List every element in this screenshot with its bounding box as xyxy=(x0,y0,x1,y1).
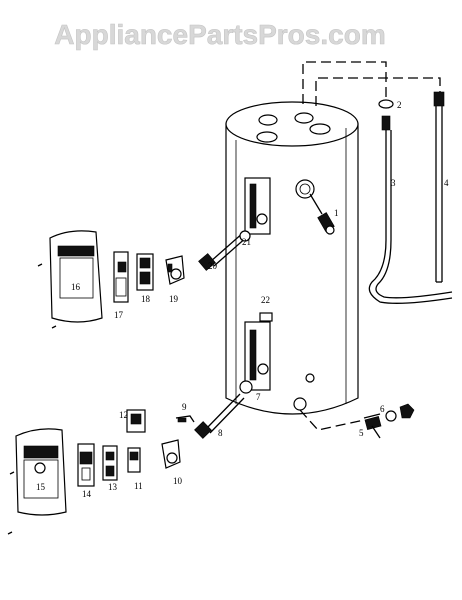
label-plate xyxy=(259,312,273,322)
part-16-upper-access-cover[interactable] xyxy=(49,230,103,323)
part-11-thermostat-sensor[interactable] xyxy=(127,447,141,473)
hot-outlet-opening xyxy=(294,112,314,124)
callout-19: 19 xyxy=(169,294,179,304)
callout-15: 15 xyxy=(36,482,46,492)
callout-16: 16 xyxy=(71,282,81,292)
part-8-lower-heating-element[interactable] xyxy=(194,393,245,439)
part-3-dip-tube[interactable] xyxy=(368,115,453,304)
water-heater-tank[interactable] xyxy=(225,101,359,415)
callout-1: 1 xyxy=(334,208,339,218)
part-13-lower-thermostat[interactable] xyxy=(102,445,118,481)
callout-17: 17 xyxy=(114,310,124,320)
part-2-gasket[interactable] xyxy=(378,99,394,109)
callout-12: 12 xyxy=(119,410,128,420)
marker-lower-left xyxy=(9,471,15,475)
callout-2: 2 xyxy=(397,100,402,110)
upper-access-opening xyxy=(244,177,271,235)
callout-20: 20 xyxy=(208,261,218,271)
part-7-element-gasket-lower[interactable] xyxy=(239,380,253,394)
lower-access-opening xyxy=(244,321,271,391)
anode-opening xyxy=(256,131,278,143)
part-10-element-cover-clip[interactable] xyxy=(161,439,181,469)
part-5-drain-valve[interactable] xyxy=(299,409,382,439)
callout-5: 5 xyxy=(359,428,364,438)
callout-7: 7 xyxy=(256,392,261,402)
part-20-upper-heating-element[interactable] xyxy=(198,231,249,271)
marker-lower-cover xyxy=(7,531,13,535)
part-18-upper-thermostat[interactable] xyxy=(136,253,154,291)
callout-18: 18 xyxy=(141,294,151,304)
part-9-wire-clip[interactable] xyxy=(175,415,195,423)
piping-outline xyxy=(302,61,441,106)
part-1-relief-valve[interactable] xyxy=(309,193,335,235)
part-14-lower-thermostat-bracket[interactable] xyxy=(77,443,95,487)
drain-boss xyxy=(293,397,307,411)
callout-14: 14 xyxy=(82,489,92,499)
marker-upper-cover xyxy=(51,325,57,329)
part-21-element-gasket-upper[interactable] xyxy=(239,230,251,242)
callout-13: 13 xyxy=(108,482,118,492)
part-12-high-limit-switch[interactable] xyxy=(126,409,146,433)
cold-inlet-opening xyxy=(258,114,278,126)
part-4-anode-rod[interactable] xyxy=(433,91,445,283)
callout-9: 9 xyxy=(182,402,187,412)
part-15-lower-access-cover[interactable] xyxy=(15,428,67,516)
part-6-drain-fitting[interactable] xyxy=(385,403,415,422)
callout-22: 22 xyxy=(261,295,270,305)
watermark-text: AppliancePartsPros.com xyxy=(54,19,385,50)
marker-upper-left xyxy=(37,263,43,267)
callout-8: 8 xyxy=(218,428,223,438)
part-17-thermostat-bracket[interactable] xyxy=(113,251,129,303)
callout-3: 3 xyxy=(391,178,396,188)
callout-10: 10 xyxy=(173,476,183,486)
callout-6: 6 xyxy=(380,404,385,414)
relief-valve-boss xyxy=(295,179,315,199)
part-19-element-cover-clip[interactable] xyxy=(165,255,185,285)
relief-opening xyxy=(309,123,331,135)
callout-21: 21 xyxy=(242,237,251,247)
callout-4: 4 xyxy=(444,178,449,188)
callout-11: 11 xyxy=(134,481,143,491)
